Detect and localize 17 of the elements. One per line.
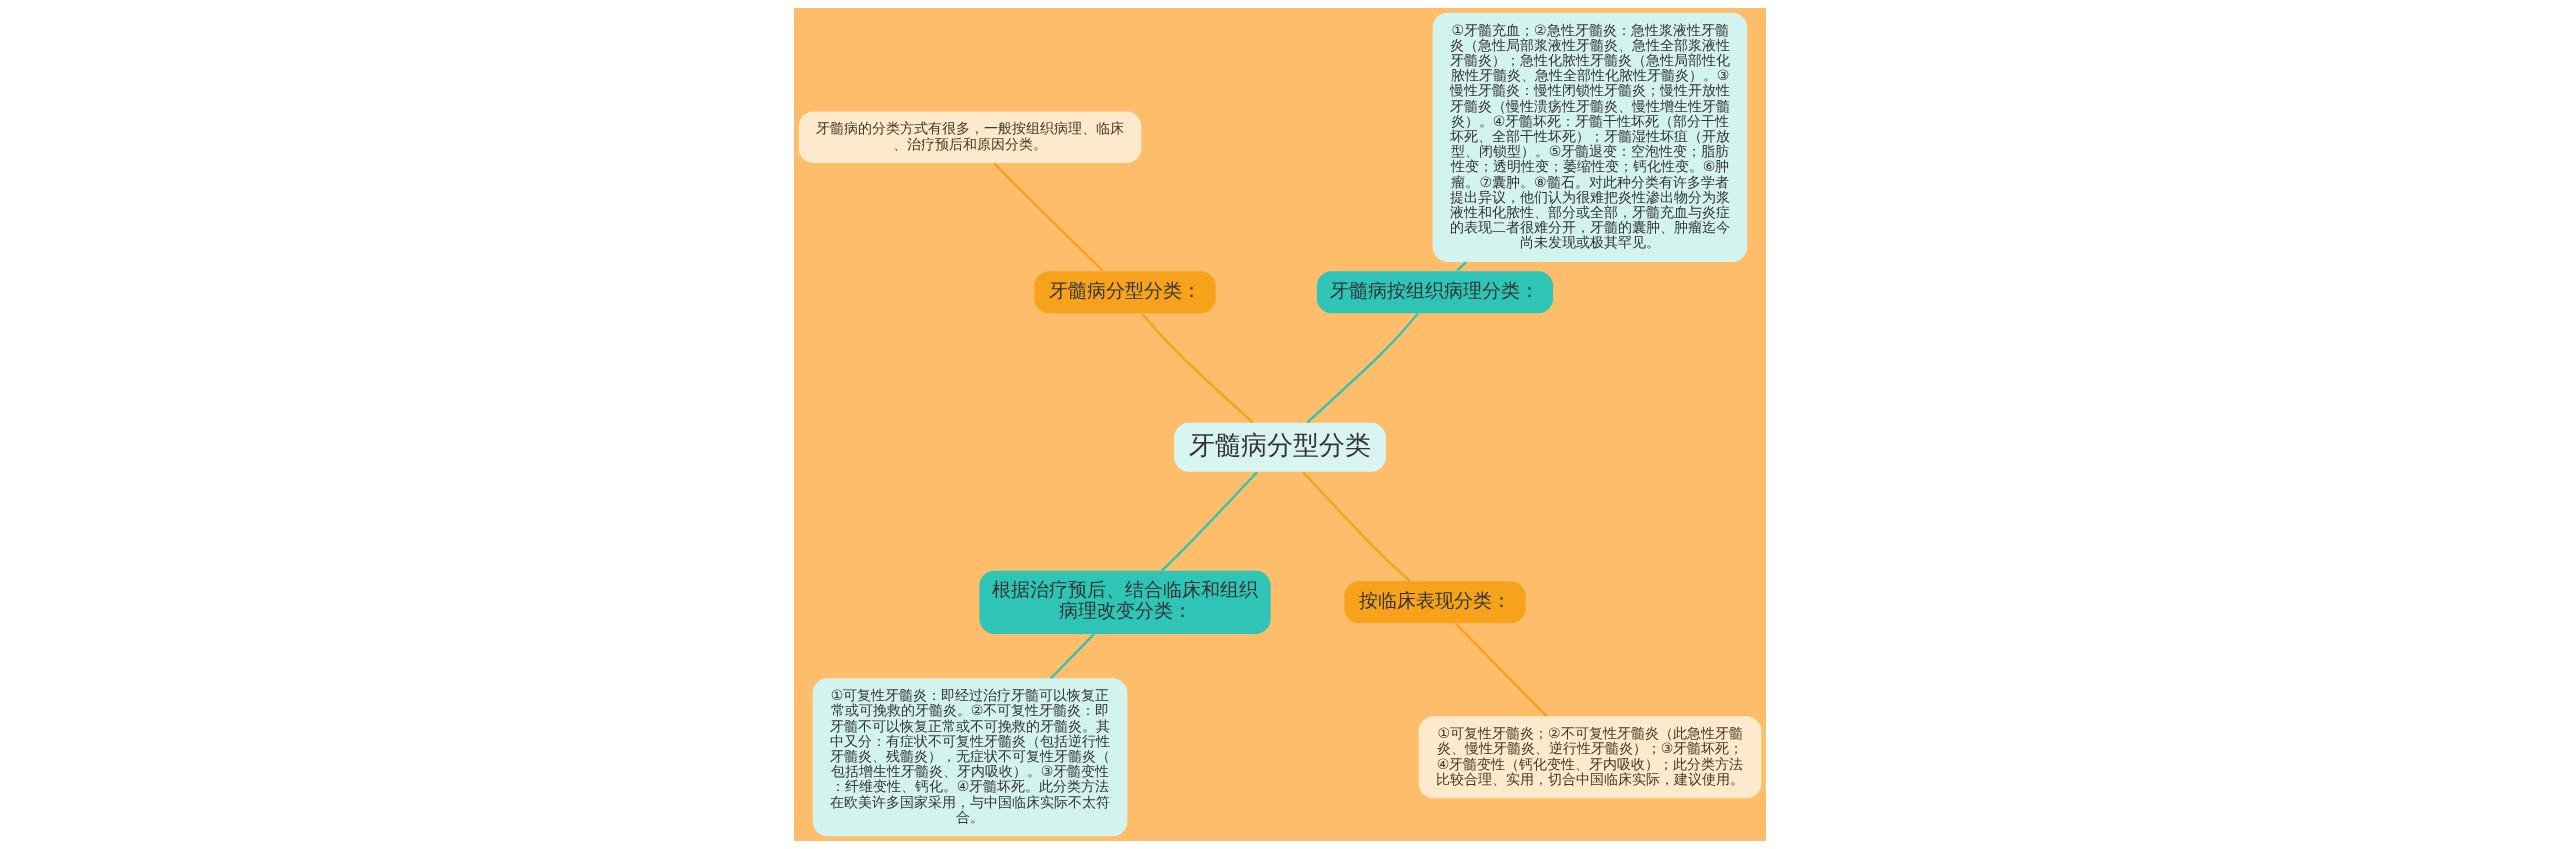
connector xyxy=(1455,623,1548,717)
node-box: 根据治疗预后、结合临床和组织病理改变分类： xyxy=(979,570,1271,634)
node-box: 按临床表现分类： xyxy=(1344,581,1526,624)
connector xyxy=(1160,471,1258,572)
node-box: ①可复性牙髓炎：即经过治疗牙髓可以恢复正常或可挽救的牙髓炎。②不可复性牙髓炎：即牙髓不可以恢复正常或不可挽救的牙髓炎。其中又分：有症状不可复性牙髓炎（包括逆行性牙髓炎、残髓炎），无症状不可复性牙髓炎（包括增生性牙髓炎、牙内吸收）。③牙髓变性：纤维变性、钙化。④牙髓坏死。此分类方法在欧美许多国家采用，与中国临床实际不太符合。 xyxy=(812,678,1128,837)
node-box: 牙髓病按组织病理分类： xyxy=(1316,271,1554,314)
connector xyxy=(1050,633,1095,680)
connector xyxy=(993,162,1104,272)
connector xyxy=(1456,261,1467,272)
node-box: 牙髓病分型分类： xyxy=(1034,271,1216,314)
node-box: ①牙髓充血；②急性牙髓炎：急性浆液性牙髓炎（急性局部浆液性牙髓炎、急性全部浆液性牙髓炎）；急性化脓性牙髓炎（急性局部性化脓性牙髓炎、急性全部性化脓性牙髓炎）。③慢性牙髓炎：慢性闭锁性牙髓炎；慢性开放性牙髓炎（慢性溃疡性牙髓炎、慢性增生性牙髓炎）。④牙髓坏死：牙髓干性坏死（部分干性坏死、全部干性坏死）；牙髓湿性坏疽（开放型、闭锁型）。⑤牙髓退变：空泡性变；脂肪性变；透明性变；萎缩性变；钙化性变。⑥肿瘤。⑦囊肿。⑧髓石。对此种分类有许多学者提出异议，他们认为很难把炎性渗出物分为浆液性和化脓性、部分或全部，牙髓充血与炎症的表现二者很难分开，牙髓的囊肿、肿瘤迄今尚未发现或极其罕见。 xyxy=(1432,12,1748,262)
node-box: ①可复性牙髓炎；②不可复性牙髓炎（此急性牙髓炎、慢性牙髓炎、逆行性牙髓炎）；③牙髓坏死；④牙髓变性（钙化变性、牙内吸收）；此分类方法比较合理、实用，切合中国临床实际，建议使用。 xyxy=(1418,716,1762,799)
node-box: 牙髓病的分类方式有很多，一般按组织病理、临床、治疗预后和原因分类。 xyxy=(798,111,1142,164)
node-box: 牙髓病分型分类 xyxy=(1174,422,1386,472)
connector xyxy=(1141,312,1254,424)
connector xyxy=(1302,471,1411,582)
connector xyxy=(1306,312,1419,424)
